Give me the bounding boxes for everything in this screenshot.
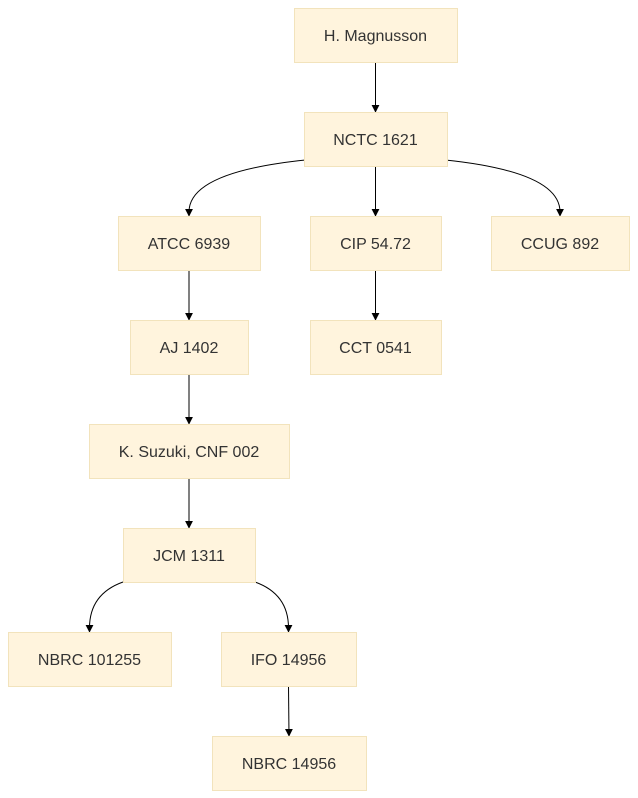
node-aj-1402: AJ 1402 xyxy=(130,320,249,375)
node-label: CCUG 892 xyxy=(521,236,599,253)
node-label: AJ 1402 xyxy=(160,340,219,357)
node-box xyxy=(294,8,458,63)
node-box xyxy=(310,320,442,375)
node-jcm-1311: JCM 1311 xyxy=(123,528,256,583)
node-label: ATCC 6939 xyxy=(148,236,231,253)
edge-jcm1311-to-ifo14956 xyxy=(254,581,293,633)
node-box xyxy=(221,632,357,687)
edge-ifo14956-to-nbrc14956 xyxy=(284,685,293,737)
node-label: H. Magnusson xyxy=(324,28,427,45)
node-label: NBRC 101255 xyxy=(38,652,141,669)
node-box xyxy=(123,528,256,583)
node-ifo-14956: IFO 14956 xyxy=(221,632,357,687)
node-box xyxy=(491,216,630,271)
node-label: K. Suzuki, CNF 002 xyxy=(119,444,260,461)
node-box xyxy=(89,424,290,479)
node-label: CCT 0541 xyxy=(339,340,412,357)
node-h-magnusson: H. Magnusson xyxy=(294,8,458,63)
node-label: NBRC 14956 xyxy=(242,756,336,773)
edge-nctc1621-to-atcc6939 xyxy=(185,159,306,217)
node-cip-54-72: CIP 54.72 xyxy=(310,216,442,271)
node-nbrc-101255: NBRC 101255 xyxy=(8,632,172,687)
node-box xyxy=(118,216,261,271)
node-box xyxy=(8,632,172,687)
node-label: IFO 14956 xyxy=(251,652,327,669)
node-label: JCM 1311 xyxy=(153,548,225,565)
node-k-suzuki-cnf-002: K. Suzuki, CNF 002 xyxy=(89,424,290,479)
node-box xyxy=(310,216,442,271)
edge-jcm1311-to-nbrc101255 xyxy=(85,581,124,633)
node-box xyxy=(304,112,448,167)
edge-nctc1621-to-ccug892 xyxy=(445,159,564,217)
node-box xyxy=(212,736,367,791)
node-atcc-6939: ATCC 6939 xyxy=(118,216,261,271)
node-nctc-1621: NCTC 1621 xyxy=(304,112,448,167)
edges xyxy=(85,62,564,737)
node-box xyxy=(130,320,249,375)
node-label: CIP 54.72 xyxy=(340,236,411,253)
node-cct-0541: CCT 0541 xyxy=(310,320,442,375)
node-ccug-892: CCUG 892 xyxy=(491,216,630,271)
node-nbrc-14956: NBRC 14956 xyxy=(212,736,367,791)
node-label: NCTC 1621 xyxy=(333,132,418,149)
